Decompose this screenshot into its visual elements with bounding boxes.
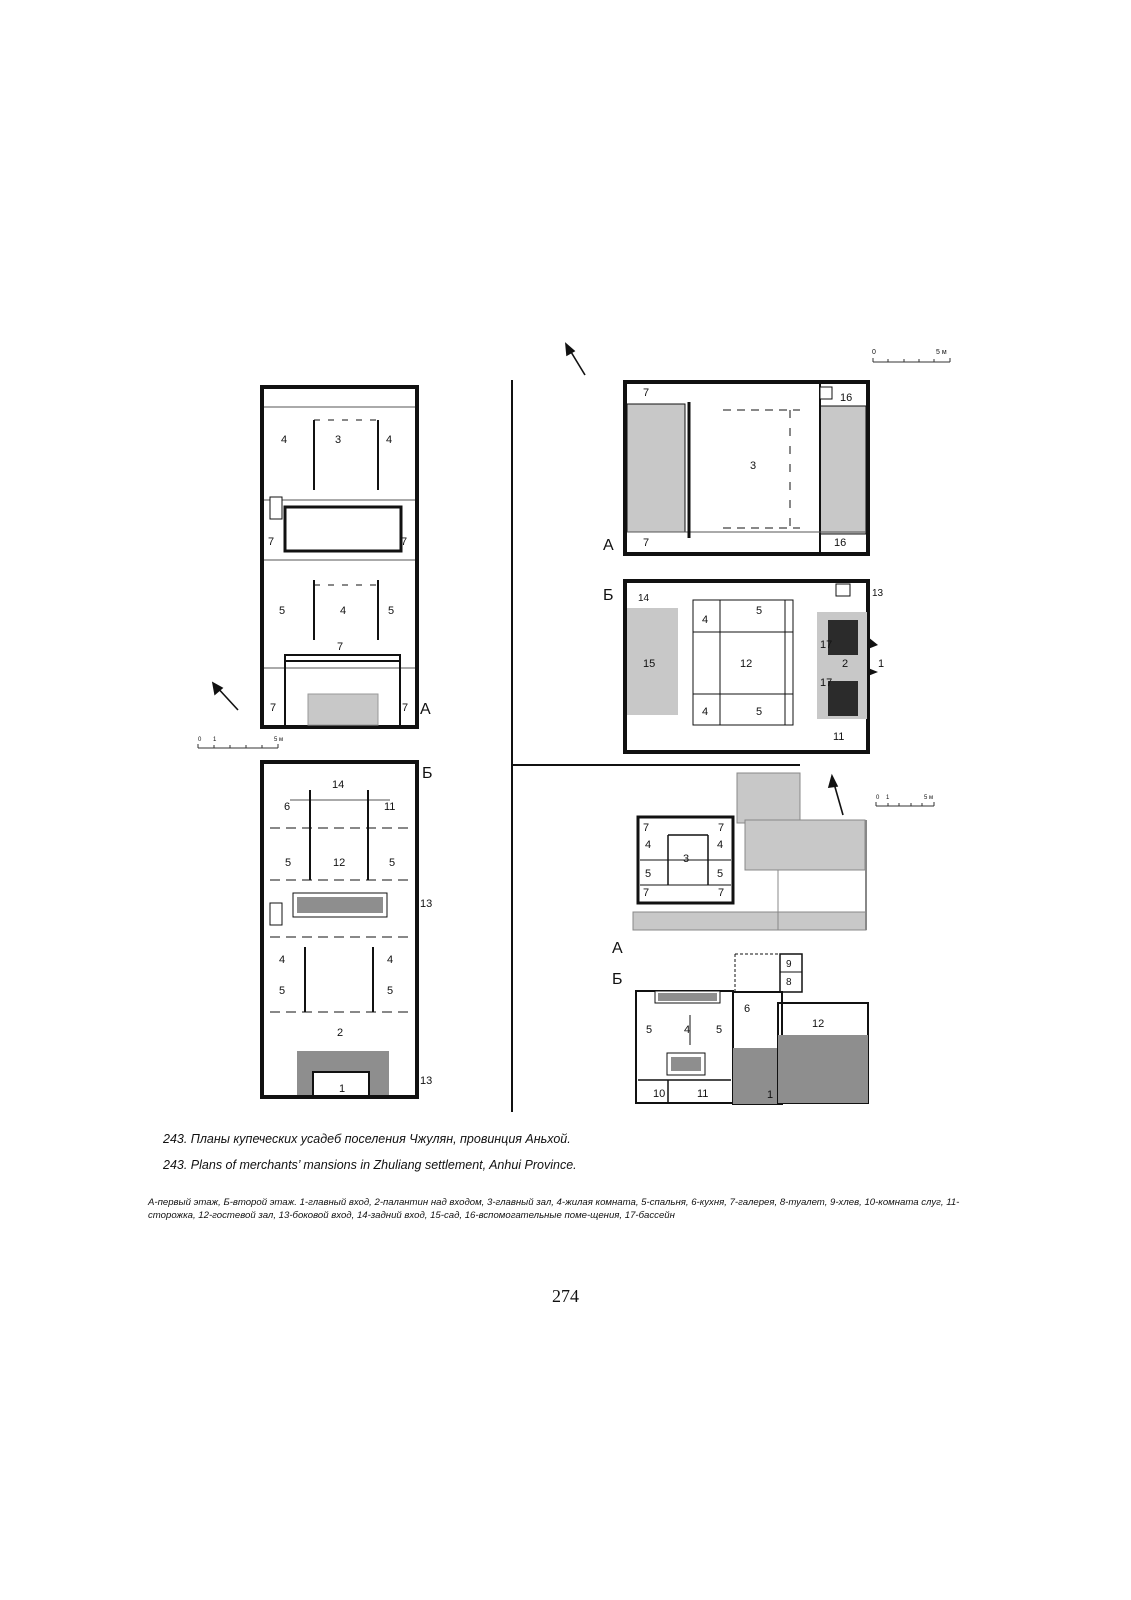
room-label: 12 — [740, 658, 752, 670]
room-label: 13 — [872, 588, 884, 599]
room-label: 5 — [646, 1024, 652, 1036]
room-label: 5 — [716, 1024, 722, 1036]
room-label: 17 — [820, 677, 832, 689]
room-label: 6 — [284, 801, 290, 813]
room-label: 14 — [638, 593, 650, 604]
room-label: 3 — [683, 853, 689, 865]
room-label: 15 — [643, 658, 655, 670]
room-label: 7 — [401, 536, 407, 548]
room-label: 5 — [389, 857, 395, 869]
floor-label: А — [420, 701, 431, 718]
scale-five: 5 м — [274, 737, 283, 743]
room-label: 5 — [387, 985, 393, 997]
room-label: 4 — [684, 1024, 690, 1036]
plan-right-bottom-second-floor: 9 8 6 12 5 4 5 10 11 1 Б — [612, 953, 869, 1105]
figure-legend: А-первый этаж, Б-второй этаж. 1-главный … — [148, 1197, 960, 1221]
plan-left-first-floor: 4 3 4 7 7 5 4 5 7 7 7 А — [260, 385, 431, 729]
floor-label: А — [612, 940, 623, 957]
room-label: 7 — [643, 537, 649, 549]
room-label: 4 — [702, 706, 708, 718]
room-label: 7 — [643, 387, 649, 399]
room-label: 17 — [820, 639, 832, 651]
room-label: 13 — [420, 1075, 432, 1087]
room-label: 4 — [386, 434, 392, 446]
room-label: 5 — [279, 985, 285, 997]
room-label: 5 — [279, 605, 285, 617]
room-label: 16 — [834, 537, 846, 549]
room-label: 5 — [717, 868, 723, 880]
room-label: 9 — [786, 959, 792, 970]
room-label: 7 — [402, 702, 408, 714]
room-label: 5 — [756, 706, 762, 718]
room-label: 16 — [840, 392, 852, 404]
room-label: 11 — [384, 801, 395, 813]
scale-bar: 0 1 5 м — [197, 737, 283, 749]
room-label: 14 — [332, 779, 344, 791]
plan-left-second-floor: 14 6 11 5 12 5 13 4 4 5 5 2 13 1 Б — [260, 760, 433, 1099]
north-arrow-icon — [565, 342, 586, 376]
room-label: 4 — [387, 954, 393, 966]
room-label: 1 — [767, 1089, 773, 1101]
scale-five: 5 м — [936, 349, 947, 356]
room-label: 7 — [337, 641, 343, 653]
room-label: 4 — [340, 605, 346, 617]
room-label: 4 — [702, 614, 708, 626]
floor-label: Б — [612, 971, 623, 988]
room-label: 11 — [697, 1088, 708, 1100]
room-label: 7 — [643, 887, 649, 899]
plan-right-bottom-first-floor: 7 7 4 3 4 5 5 7 7 А — [612, 772, 867, 957]
room-label: 5 — [388, 605, 394, 617]
room-label: 6 — [744, 1003, 750, 1015]
plan-right-top-second-floor: 14 13 4 5 15 12 17 2 1 17 4 5 11 Б — [603, 579, 884, 754]
scale-zero: 0 — [872, 349, 876, 356]
room-label: 7 — [270, 702, 276, 714]
north-arrow-icon — [827, 773, 844, 816]
floor-label: А — [603, 537, 614, 554]
room-label: 5 — [285, 857, 291, 869]
scale-bar: 0 5 м — [872, 349, 951, 363]
north-arrow-icon — [211, 681, 239, 711]
room-label: 11 — [833, 731, 844, 743]
room-label: 5 — [645, 868, 651, 880]
room-label: 4 — [717, 839, 723, 851]
room-label: 13 — [420, 898, 432, 910]
plan-right-top-first-floor: 7 16 3 7 16 А — [603, 380, 870, 556]
room-label: 7 — [268, 536, 274, 548]
scale-one: 1 — [213, 737, 217, 743]
scale-five: 5 м — [924, 795, 933, 801]
room-label: 2 — [842, 658, 848, 670]
room-label: 10 — [653, 1088, 665, 1100]
page-number: 274 — [552, 1286, 579, 1306]
room-label: 7 — [643, 822, 649, 834]
floor-label: Б — [603, 587, 614, 604]
room-label: 1 — [878, 658, 884, 670]
room-label: 3 — [750, 460, 756, 472]
room-label: 7 — [718, 822, 724, 834]
room-label: 8 — [786, 977, 792, 988]
scale-bar: 0 1 5 м — [875, 795, 935, 807]
room-label: 4 — [645, 839, 651, 851]
room-label: 12 — [333, 857, 345, 869]
room-label: 12 — [812, 1018, 824, 1030]
room-label: 4 — [279, 954, 285, 966]
floor-label: Б — [422, 765, 433, 782]
scale-one: 1 — [886, 795, 890, 801]
room-label: 3 — [335, 434, 341, 446]
scale-zero: 0 — [876, 795, 880, 801]
figure-caption-english: 243. Plans of merchants’ mansions in Zhu… — [163, 1158, 577, 1172]
scale-zero: 0 — [198, 737, 202, 743]
room-label: 7 — [718, 887, 724, 899]
room-label: 2 — [337, 1027, 343, 1039]
figure-caption-russian: 243. Планы купеческих усадеб поселения Ч… — [163, 1132, 571, 1146]
room-label: 1 — [339, 1083, 345, 1095]
room-label: 5 — [756, 605, 762, 617]
room-label: 4 — [281, 434, 287, 446]
